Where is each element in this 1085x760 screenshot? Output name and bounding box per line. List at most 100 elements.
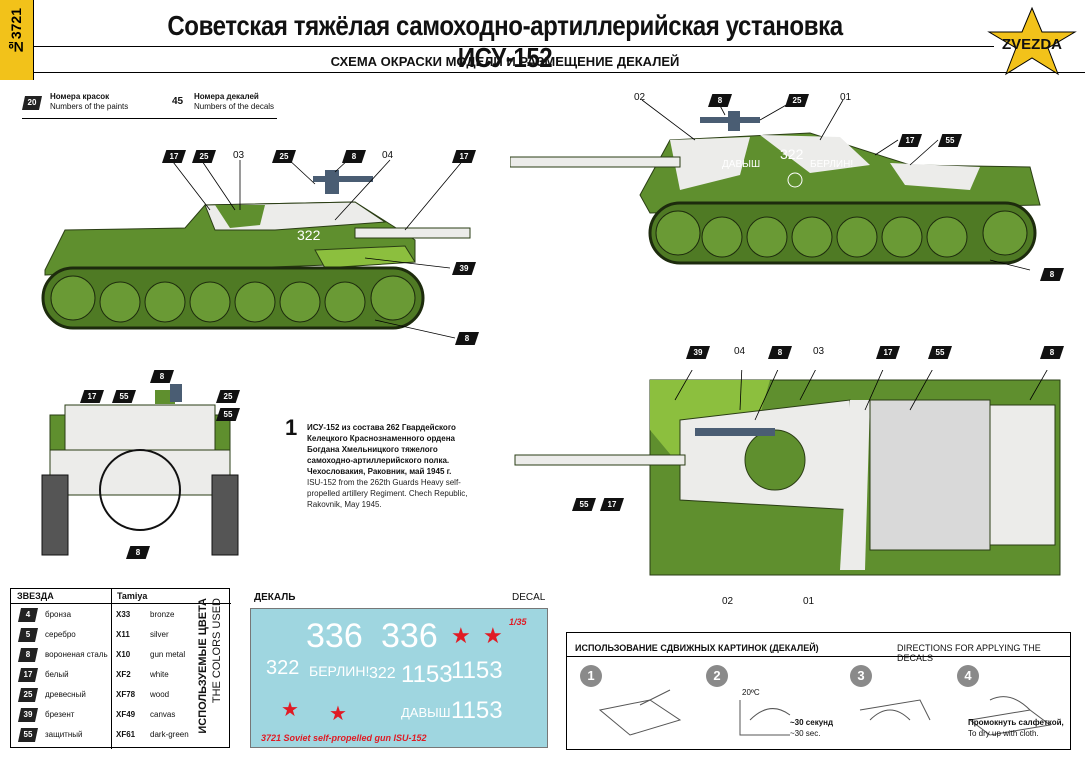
color-badge: 17 (18, 668, 38, 682)
color-code: XF61 (116, 730, 136, 739)
color-name-ru: брезент (45, 710, 75, 719)
callout-8b-right: 8 (1040, 268, 1064, 281)
caption-en: ISU-152 from the 262th Guards Heavy self… (307, 478, 468, 509)
decal-star-3: ★ (281, 699, 299, 721)
callout-55b-top: 55 (572, 498, 596, 511)
step-4: 4 (957, 665, 979, 687)
decal-1153a: 1153 (401, 661, 453, 688)
callout-55b-front: 55 (216, 408, 240, 421)
color-row: 8 вороненая сталь X10 gun metal (10, 645, 230, 664)
color-name-en: gun metal (150, 650, 186, 659)
callout-39-top: 39 (686, 346, 710, 359)
color-code: XF49 (116, 710, 136, 719)
legend-divider (22, 118, 277, 119)
colors-vertical-label: ИСПОЛЬЗУЕМЫЕ ЦВЕТА THE COLORS USED (197, 598, 227, 748)
color-row: 25 древесный XF78 wood (10, 685, 230, 704)
left-side-view: 322 (41, 157, 471, 339)
callout-25b: 25 (272, 150, 296, 163)
top-view (514, 370, 1061, 576)
direction-time-en: ~30 sec. (790, 729, 821, 738)
color-badge: 55 (18, 728, 38, 742)
slogan-right: БЕРЛИН! (810, 159, 853, 170)
step-1: 1 (580, 665, 602, 687)
color-name-en: wood (150, 690, 170, 699)
callout-03-top: 03 (813, 346, 825, 357)
callout-55-top: 55 (928, 346, 952, 359)
header-divider (34, 72, 1085, 73)
decal-label-en: DECAL (512, 592, 546, 603)
color-code: XF2 (116, 670, 131, 679)
scheme-caption: 1 ИСУ-152 из состава 262 Гвардейского Ке… (285, 415, 475, 510)
color-name-en: bronze (150, 610, 175, 619)
hull-number-left: 322 (297, 227, 321, 243)
color-code: XF78 (116, 690, 136, 699)
step-2: 2 (706, 665, 728, 687)
directions-box: ИСПОЛЬЗОВАНИЕ СДВИЖНЫХ КАРТИНОК (ДЕКАЛЕЙ… (566, 632, 1071, 750)
decal-1153c: 1153 (451, 697, 503, 724)
decal-berlin: БЕРЛИН! (309, 663, 370, 679)
front-view (41, 384, 239, 556)
callout-17b: 17 (452, 150, 476, 163)
hull-number-right: 322 (780, 146, 804, 162)
decal-davish: ДАВЫШ (401, 705, 451, 720)
direction-dry-ru: Промокнуть салфеткой, (968, 718, 1064, 727)
callout-25-right: 25 (785, 94, 809, 107)
decal-336b: 336 (381, 617, 438, 655)
color-name-en: canvas (150, 710, 176, 719)
color-name-ru: защитный (45, 730, 83, 739)
directions-title-en: DIRECTIONS FOR APPLYING THE DECALS (897, 643, 1041, 663)
kit-code: №3721 (8, 8, 24, 56)
color-badge: 5 (18, 628, 38, 642)
color-name-ru: вороненая сталь (45, 650, 108, 659)
callout-8-front: 8 (150, 370, 174, 383)
decal-number-sample: 45 (172, 96, 184, 107)
color-badge: 25 (18, 688, 38, 702)
callout-04-top: 04 (734, 346, 746, 357)
decal-scale: 1/35 (509, 617, 527, 627)
color-name-en: silver (150, 630, 169, 639)
paint-legend-en: Numbers of the paints (50, 102, 129, 111)
colors-header-ru: ЗВЕЗДА (17, 591, 54, 601)
callout-8b: 8 (455, 332, 479, 345)
callout-25: 25 (192, 150, 216, 163)
color-code: X11 (116, 630, 130, 639)
caption-ru: ИСУ-152 из состава 262 Гвардейского Келе… (307, 423, 456, 476)
callout-8: 8 (342, 150, 366, 163)
page-title: Советская тяжёлая самоходно-артиллерийск… (167, 10, 843, 73)
callout-17-front: 17 (80, 390, 104, 403)
color-code: X33 (116, 610, 131, 619)
decal-legend-en: Numbers of the decals (194, 102, 275, 111)
callout-17b-top: 17 (600, 498, 624, 511)
decal-sheet: 336 336 1/35 ★ ★ 322 БЕРЛИН! 322 1153 11… (250, 608, 548, 748)
callout-39: 39 (452, 262, 476, 275)
callout-02-top: 02 (722, 596, 734, 607)
callout-04: 04 (382, 150, 394, 161)
callout-03: 03 (233, 150, 245, 161)
callout-8b-top: 8 (1040, 346, 1064, 359)
direction-time-ru: ~30 секунд (790, 718, 834, 727)
scheme-index: 1 (285, 415, 298, 440)
callout-01-top: 01 (803, 596, 815, 607)
callout-25-front: 25 (216, 390, 240, 403)
color-name-ru: белый (45, 670, 69, 679)
color-code: X10 (116, 650, 131, 659)
callout-8b-front: 8 (126, 546, 150, 559)
callout-17: 17 (162, 150, 186, 163)
decal-star-2: ★ (483, 623, 503, 648)
title-divider (34, 46, 994, 47)
callout-55-front: 55 (112, 390, 136, 403)
decal-322b: 322 (369, 665, 396, 682)
colors-vertical-en: THE COLORS USED (211, 598, 223, 704)
callout-8-top: 8 (768, 346, 792, 359)
color-badge: 8 (18, 648, 38, 662)
color-name-ru: древесный (45, 690, 86, 699)
kit-code-tab: №3721 (0, 0, 34, 80)
decal-label-ru: ДЕКАЛЬ (254, 592, 296, 603)
colors-vertical-ru: ИСПОЛЬЗУЕМЫЕ ЦВЕТА (197, 598, 209, 734)
davish-right: ДАВЫШ (722, 159, 760, 170)
